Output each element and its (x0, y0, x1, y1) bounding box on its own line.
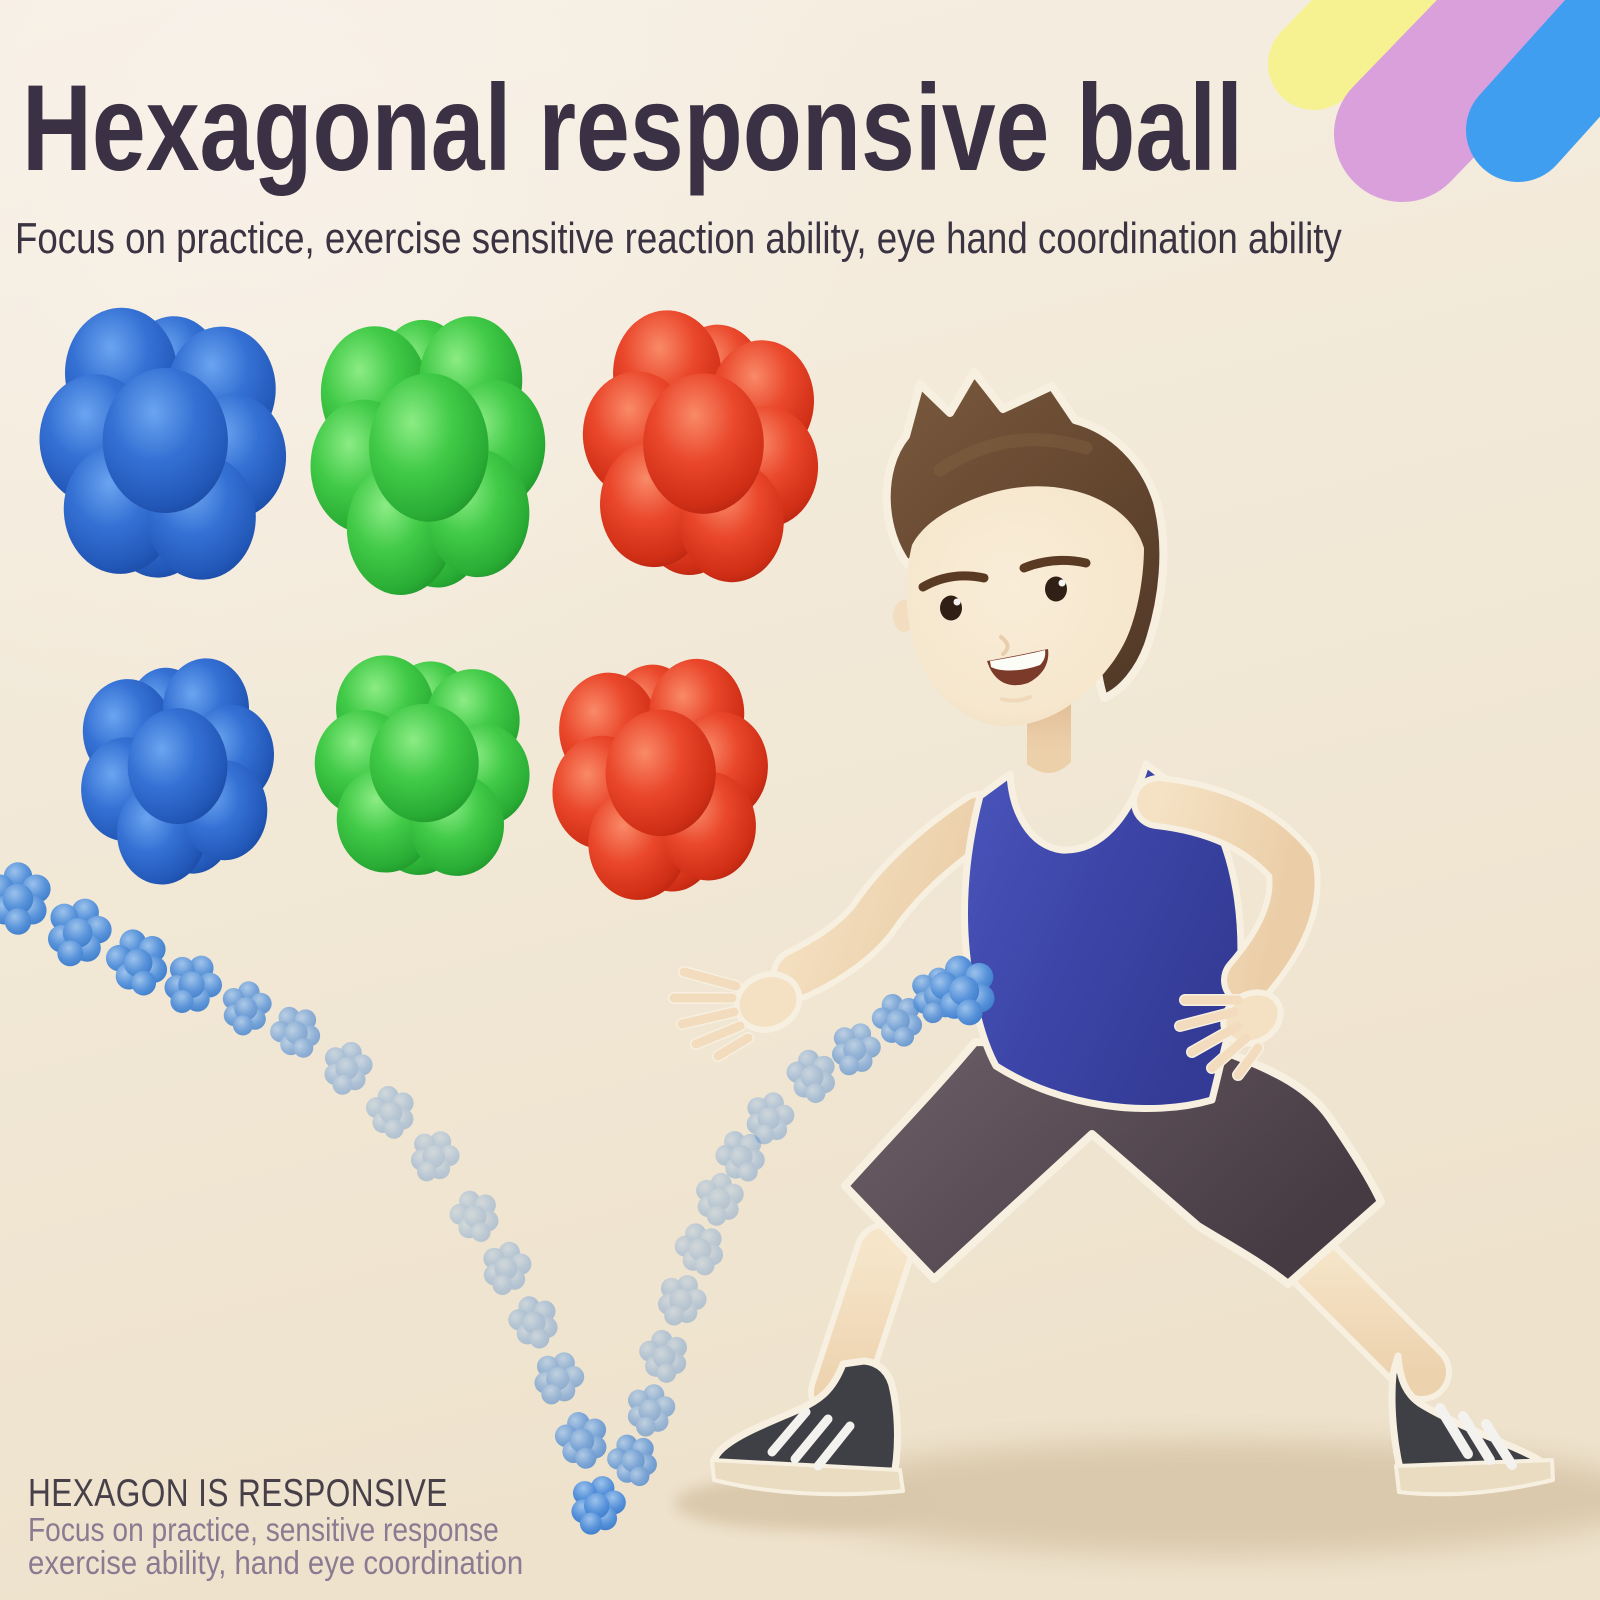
svg-text:Focus on practice, sensitive r: Focus on practice, sensitive response (28, 1512, 499, 1549)
svg-text:Focus on practice, exercise se: Focus on practice, exercise sensitive re… (15, 213, 1342, 263)
svg-text:HEXAGON IS RESPONSIVE: HEXAGON IS RESPONSIVE (28, 1471, 448, 1515)
svg-text:exercise ability, hand eye coo: exercise ability, hand eye coordination (28, 1544, 523, 1581)
svg-text:Hexagonal responsive ball: Hexagonal responsive ball (22, 60, 1243, 197)
